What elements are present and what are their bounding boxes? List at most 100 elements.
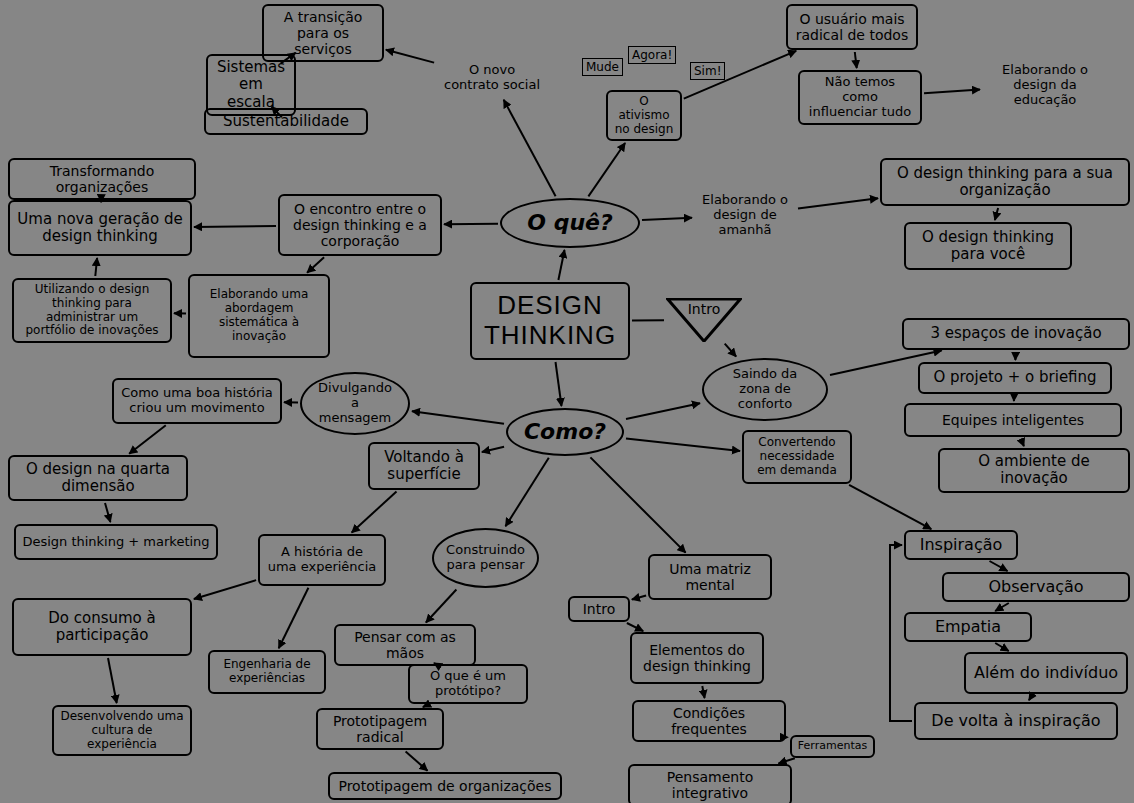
topic-text: Engenharia de experiências [216,658,318,686]
topic-text: Elementos do design thinking [638,642,756,674]
topic-oval: Construindo para pensar [432,528,539,588]
topic-box: Desenvolvendo uma cultura de experiência [52,705,192,756]
topic-text: Saindo da zona de conforto [716,367,814,412]
topic-text: O novo contrato social [442,63,542,93]
connector-arrow [924,90,980,94]
topic-text: O ativismo no design [614,95,674,136]
connector-arrow [556,362,562,406]
topic-box: Como uma boa história criou um movimento [112,378,282,424]
topic-text: Uma nova geração de design thinking [16,211,184,246]
topic-text: Utilizando o design thinking para admini… [20,283,164,338]
connector-arrow [849,485,931,529]
topic-box: O design na quarta dimensão [8,455,188,501]
topic-box: Ferramentas [790,735,875,758]
topic-text: A história de uma experiência [266,545,378,575]
connector-arrow [990,561,1008,571]
topic-box: Pensamento integrativo [628,764,792,803]
connector-arrow [482,447,504,452]
topic-box: Elementos do design thinking [630,632,764,684]
protest-sign: Sim! [690,62,725,80]
topic-text: Condições frequentes [640,705,778,737]
topic-box: Prototipagem radical [316,708,444,750]
topic-box: Uma matriz mental [648,554,772,600]
connector-arrow [995,603,1009,611]
topic-box: Sustentabilidade [204,108,368,135]
topic-text: O projeto + o briefing [933,369,1096,386]
protest-sign: Agora! [628,46,676,64]
topic-box: Utilizando o design thinking para admini… [12,278,172,343]
topic-text: Intro [583,601,616,617]
topic-text: Observação [988,578,1083,596]
central-title-box: DESIGN THINKING [470,282,630,360]
topic-text: Inspiração [920,536,1003,554]
topic-text: Prototipagem de organizações [338,778,551,794]
topic-box: O usuário mais radical de todos [786,4,918,50]
topic-text: Sustentabilidade [223,113,349,130]
topic-text: Sistemas em escala [214,59,288,111]
topic-box: Transformando organizações [8,158,196,200]
topic-box: Inspiração [904,530,1018,560]
topic-text: Construindo para pensar [446,543,525,573]
topic-text: Ferramentas [798,740,867,753]
topic-box: O ativismo no design [606,90,682,141]
connector-arrow [590,457,685,552]
connector-arrow [684,51,796,99]
connector-arrow [386,50,434,63]
topic-text: O design thinking para você [912,229,1064,264]
connector-arrow [855,52,857,68]
topic-box: Empatia [904,612,1032,642]
connector-arrow [1021,439,1024,446]
connector-arrow [194,225,276,228]
connector-arrow [423,705,428,707]
topic-text: Pensamento integrativo [636,769,784,801]
topic-text: Elaborando uma abordagem sistemática à i… [196,288,322,343]
connector-arrow [406,752,428,771]
topic-text: O quê? [527,210,612,235]
topic-text: O encontro entre o design thinking e a c… [286,201,434,249]
connector-arrow [307,257,324,272]
topic-text: Como uma boa história criou um movimento [120,386,274,416]
topic-text: Desenvolvendo uma cultura de experiência [60,710,184,751]
topic-box: Não temos como influenciar tudo [798,70,922,125]
connector-arrow [352,491,397,532]
topic-text: Não temos como influenciar tudo [806,75,914,120]
topic-box: Pensar com as mãos [334,624,476,666]
topic-box: O projeto + o briefing [918,362,1112,394]
connector-arrow [1013,396,1015,401]
topic-label: Elaborando o design de amanhã [694,188,796,243]
topic-text: Transformando organizações [16,163,188,195]
topic-text: Intro [688,301,721,317]
topic-box: 3 espaços de inovação [902,318,1130,350]
topic-text: O ambiente de inovação [946,453,1122,488]
topic-text: Prototipagem radical [324,713,436,745]
topic-box: O design thinking para a sua organização [880,158,1130,206]
topic-text: Elaborando o design da educação [988,63,1102,108]
topic-box: Prototipagem de organizações [328,772,562,800]
connector-arrow [279,588,309,648]
topic-box: Uma nova geração de design thinking [8,200,192,256]
topic-box: O design thinking para você [904,222,1072,270]
topic-text: Uma matriz mental [656,561,764,593]
connector-arrow [588,143,625,196]
connector-arrow [444,223,498,226]
connector-arrow [798,198,878,208]
topic-text: Design thinking + marketing [22,535,209,550]
topic-oval: Como? [506,408,624,456]
topic-box: De volta à inspiração [914,702,1118,740]
topic-oval: Saindo da zona de conforto [702,358,828,421]
topic-text: Além do indivíduo [974,664,1118,682]
topic-text: O design na quarta dimensão [16,461,180,496]
connector-arrow [95,258,97,276]
topic-text: Como? [524,419,606,444]
connector-arrow [506,458,549,527]
connector-arrow [105,503,110,522]
topic-label: Elaborando o design da educação [982,58,1108,113]
topic-box: Além do indivíduo [964,652,1128,694]
connector-arrow [426,590,457,623]
connector-arrow [642,218,692,220]
topic-box: Do consumo à participação [12,598,192,656]
connector-arrow [284,401,298,403]
topic-text: Voltando à superfície [376,449,472,484]
topic-oval: O quê? [500,198,640,248]
topic-text: DESIGN THINKING [478,291,622,351]
